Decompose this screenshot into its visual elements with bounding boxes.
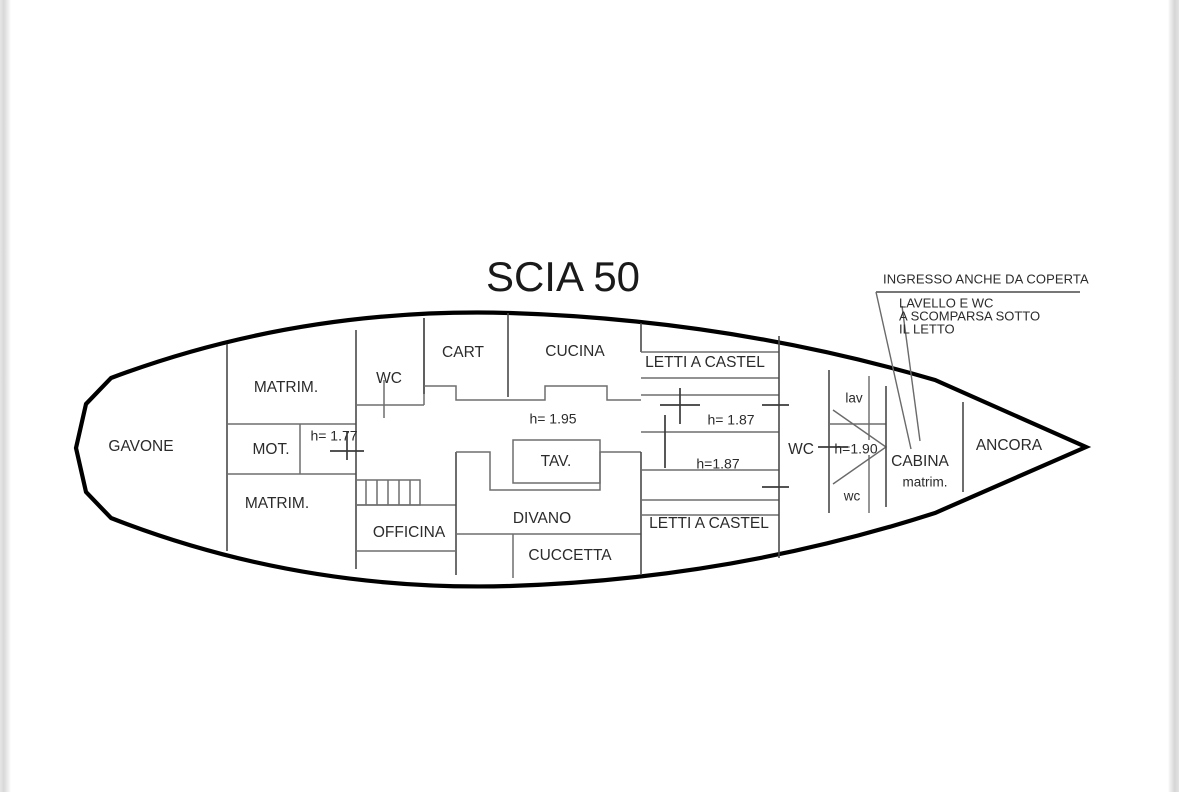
room-label-tav: TAV.: [541, 453, 572, 470]
room-label-wc-right: WC: [788, 441, 814, 458]
annotation-line-2: A SCOMPARSA SOTTO: [899, 308, 1040, 323]
room-label-letti-upper: LETTI A CASTEL: [645, 354, 765, 371]
stairs-ladder: [356, 479, 421, 506]
dimension-label-h190: h=1.90: [834, 441, 877, 457]
dimension-label-h187-upper: h= 1.87: [707, 412, 754, 428]
hull-outline: [73, 310, 1092, 589]
room-label-cabina: CABINA: [891, 453, 949, 470]
dimension-marker-h177: [330, 432, 364, 460]
room-label-letti-lower: LETTI A CASTEL: [649, 515, 769, 532]
dimension-markers-bunks: [660, 388, 789, 488]
room-label-mot: MOT.: [252, 441, 289, 458]
partition-salon: [456, 439, 642, 578]
room-label-gavone: GAVONE: [108, 438, 173, 455]
room-label-matrim-upper: MATRIM.: [254, 379, 318, 396]
page-title: SCIA 50: [486, 253, 640, 300]
room-label-cucina: CUCINA: [545, 343, 605, 360]
room-label-wc-left: WC: [376, 370, 402, 387]
room-label-ancora: ANCORA: [976, 437, 1043, 454]
partition-cart-cucina: [423, 313, 642, 401]
annotation-leader-line: [875, 291, 1080, 450]
annotation-heading: INGRESSO ANCHE DA COPERTA: [883, 271, 1089, 286]
room-label-cuccetta: CUCCETTA: [528, 547, 612, 564]
partition-left-cabins: [227, 330, 357, 569]
dimension-label-h177: h= 1.77: [310, 428, 357, 444]
partition-wc-right: [828, 370, 886, 513]
room-label-wc-small: wc: [843, 489, 861, 504]
room-label-officina: OFFICINA: [373, 524, 446, 541]
partition-aft-cabin: [885, 386, 964, 507]
partition-bunks: [641, 336, 780, 558]
room-label-divano: DIVANO: [513, 510, 571, 527]
room-label-lav: lav: [845, 391, 863, 406]
annotation-line-1: LAVELLO E WC: [899, 295, 993, 310]
room-label-cabina-sub: matrim.: [903, 475, 948, 490]
dimension-label-h187-lower: h=1.87: [696, 456, 739, 472]
room-label-matrim-lower: MATRIM.: [245, 495, 309, 512]
dimension-label-h195: h= 1.95: [529, 411, 576, 427]
partition-officina: [356, 452, 457, 575]
room-label-cart: CART: [442, 344, 484, 361]
annotation-line-3: IL LETTO: [899, 321, 955, 336]
